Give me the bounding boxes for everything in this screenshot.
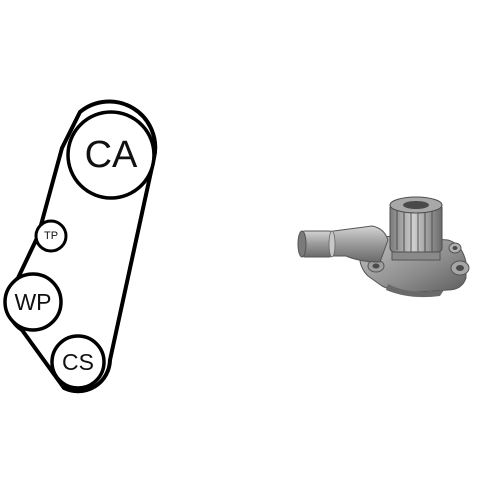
belt-diagram: CA TP WP CS — [3, 99, 158, 394]
pulley-tp-label: TP — [44, 230, 58, 242]
water-pump-icon — [297, 196, 470, 298]
pulley-cs-label: CS — [62, 349, 94, 375]
pump-inlet-arm — [325, 225, 389, 263]
pump-drive-gear — [389, 196, 443, 253]
pulley-cs: CS — [50, 334, 106, 390]
pulley-wp: WP — [3, 272, 63, 332]
pulley-tp: TP — [34, 219, 68, 253]
pulley-wp-label: WP — [14, 289, 51, 315]
pulley-ca: CA — [66, 110, 156, 200]
pulley-ca-label: CA — [85, 134, 138, 176]
